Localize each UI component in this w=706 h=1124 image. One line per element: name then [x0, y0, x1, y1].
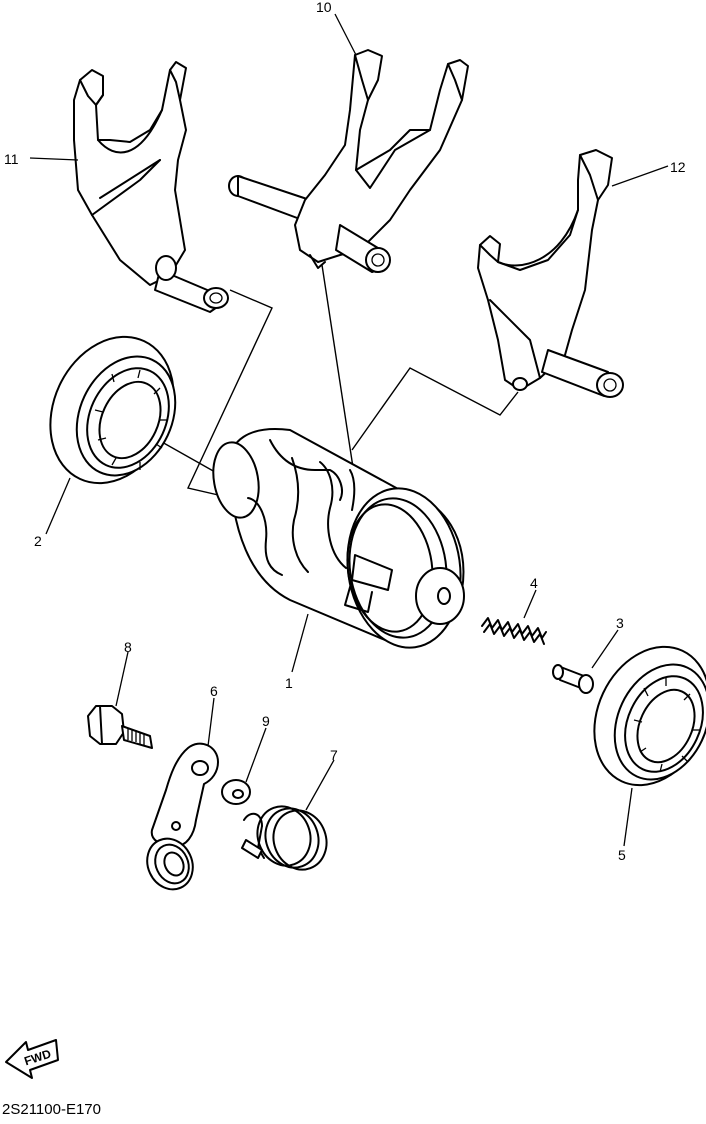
callout-8: 8 — [124, 639, 132, 655]
callout-4: 4 — [530, 575, 538, 591]
pin-3[interactable] — [552, 664, 594, 694]
shift-drum-1[interactable] — [208, 428, 471, 655]
callout-1: 1 — [285, 675, 293, 691]
callout-2: 2 — [34, 533, 42, 549]
callout-12: 12 — [670, 159, 686, 175]
washer-9[interactable] — [221, 779, 251, 805]
callout-labels: 10 11 12 2 1 4 3 5 8 6 9 7 — [4, 0, 686, 863]
bolt-8[interactable] — [87, 705, 153, 749]
callout-7: 7 — [330, 747, 338, 763]
callout-3: 3 — [616, 615, 624, 631]
bearing-2[interactable] — [27, 317, 196, 504]
shift-fork-11[interactable] — [73, 61, 229, 313]
spring-4[interactable] — [481, 617, 547, 645]
leader-lines — [29, 13, 669, 847]
callout-9: 9 — [262, 713, 270, 729]
shift-fork-10[interactable] — [228, 49, 469, 273]
fwd-arrow-icon: FWD — [5, 1039, 59, 1079]
stopper-lever-6[interactable] — [139, 742, 219, 897]
torsion-spring-7[interactable] — [241, 799, 335, 877]
diagram-code: 2S21100-E170 — [2, 1101, 101, 1118]
callout-5: 5 — [618, 847, 626, 863]
shift-fork-12[interactable] — [477, 149, 624, 398]
bearing-5[interactable] — [573, 628, 706, 804]
callout-10: 10 — [316, 0, 332, 15]
callout-6: 6 — [210, 683, 218, 699]
callout-11: 11 — [4, 151, 19, 167]
